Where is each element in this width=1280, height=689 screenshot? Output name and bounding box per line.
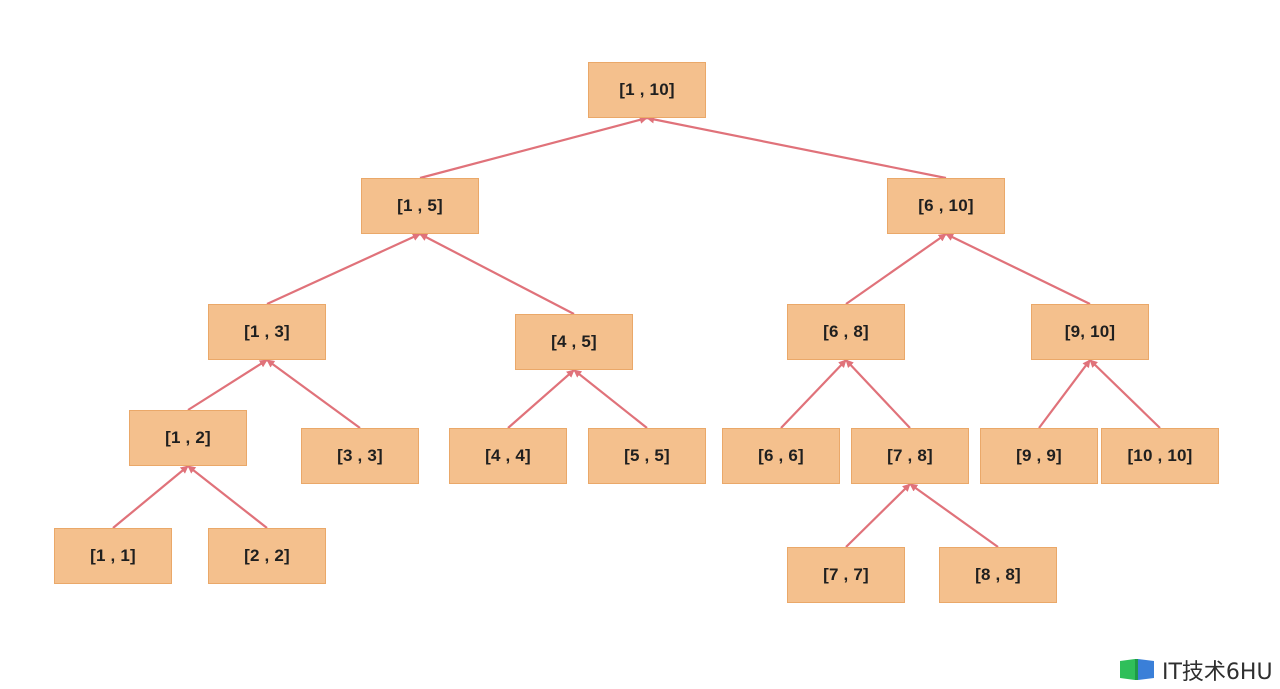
tree-node-7-7: [7 , 7] xyxy=(787,547,905,603)
tree-node-2-2: [2 , 2] xyxy=(208,528,326,584)
edge-n5-5-to-n4-5 xyxy=(573,369,648,429)
edge-n3-3-to-n1-3 xyxy=(266,359,361,429)
tree-node-1-3: [1 , 3] xyxy=(208,304,326,360)
tree-node-6-10: [6 , 10] xyxy=(887,178,1005,234)
tree-node-5-5: [5 , 5] xyxy=(588,428,706,484)
edge-n1-3-to-n1-5 xyxy=(266,232,421,306)
book-logo-icon xyxy=(1120,659,1154,680)
watermark-text: IT技术6HU xyxy=(1162,660,1273,685)
tree-node-6-8: [6 , 8] xyxy=(787,304,905,360)
edge-n6-10-to-n1-10 xyxy=(646,115,947,180)
edge-n1-5-to-n1-10 xyxy=(419,115,648,180)
tree-node-1-1: [1 , 1] xyxy=(54,528,172,584)
edge-n9-9-to-n9-10 xyxy=(1038,359,1091,429)
watermark: IT技术6HU xyxy=(1118,655,1273,685)
tree-node-8-8: [8 , 8] xyxy=(939,547,1057,603)
edge-n1-1-to-n1-2 xyxy=(112,465,189,529)
edge-n1-2-to-n1-3 xyxy=(187,359,268,411)
tree-node-3-3: [3 , 3] xyxy=(301,428,419,484)
edge-n9-10-to-n6-10 xyxy=(945,233,1091,305)
tree-node-1-10: [1 , 10] xyxy=(588,62,706,118)
tree-node-7-8: [7 , 8] xyxy=(851,428,969,484)
tree-node-9-10: [9, 10] xyxy=(1031,304,1149,360)
tree-node-1-2: [1 , 2] xyxy=(129,410,247,466)
edge-n2-2-to-n1-2 xyxy=(187,465,268,529)
edge-n4-5-to-n1-5 xyxy=(419,233,575,315)
edge-n7-8-to-n6-8 xyxy=(845,359,911,429)
edge-n10-10-to-n9-10 xyxy=(1089,359,1161,429)
tree-node-4-4: [4 , 4] xyxy=(449,428,567,484)
edge-n6-8-to-n6-10 xyxy=(845,233,947,305)
edge-n6-6-to-n6-8 xyxy=(780,359,847,429)
tree-node-6-6: [6 , 6] xyxy=(722,428,840,484)
edge-n7-7-to-n7-8 xyxy=(845,483,911,548)
tree-node-4-5: [4 , 5] xyxy=(515,314,633,370)
tree-node-1-5: [1 , 5] xyxy=(361,178,479,234)
tree-node-9-9: [9 , 9] xyxy=(980,428,1098,484)
edge-n8-8-to-n7-8 xyxy=(909,483,999,548)
edge-n4-4-to-n4-5 xyxy=(507,369,575,429)
tree-node-10-10: [10 , 10] xyxy=(1101,428,1219,484)
